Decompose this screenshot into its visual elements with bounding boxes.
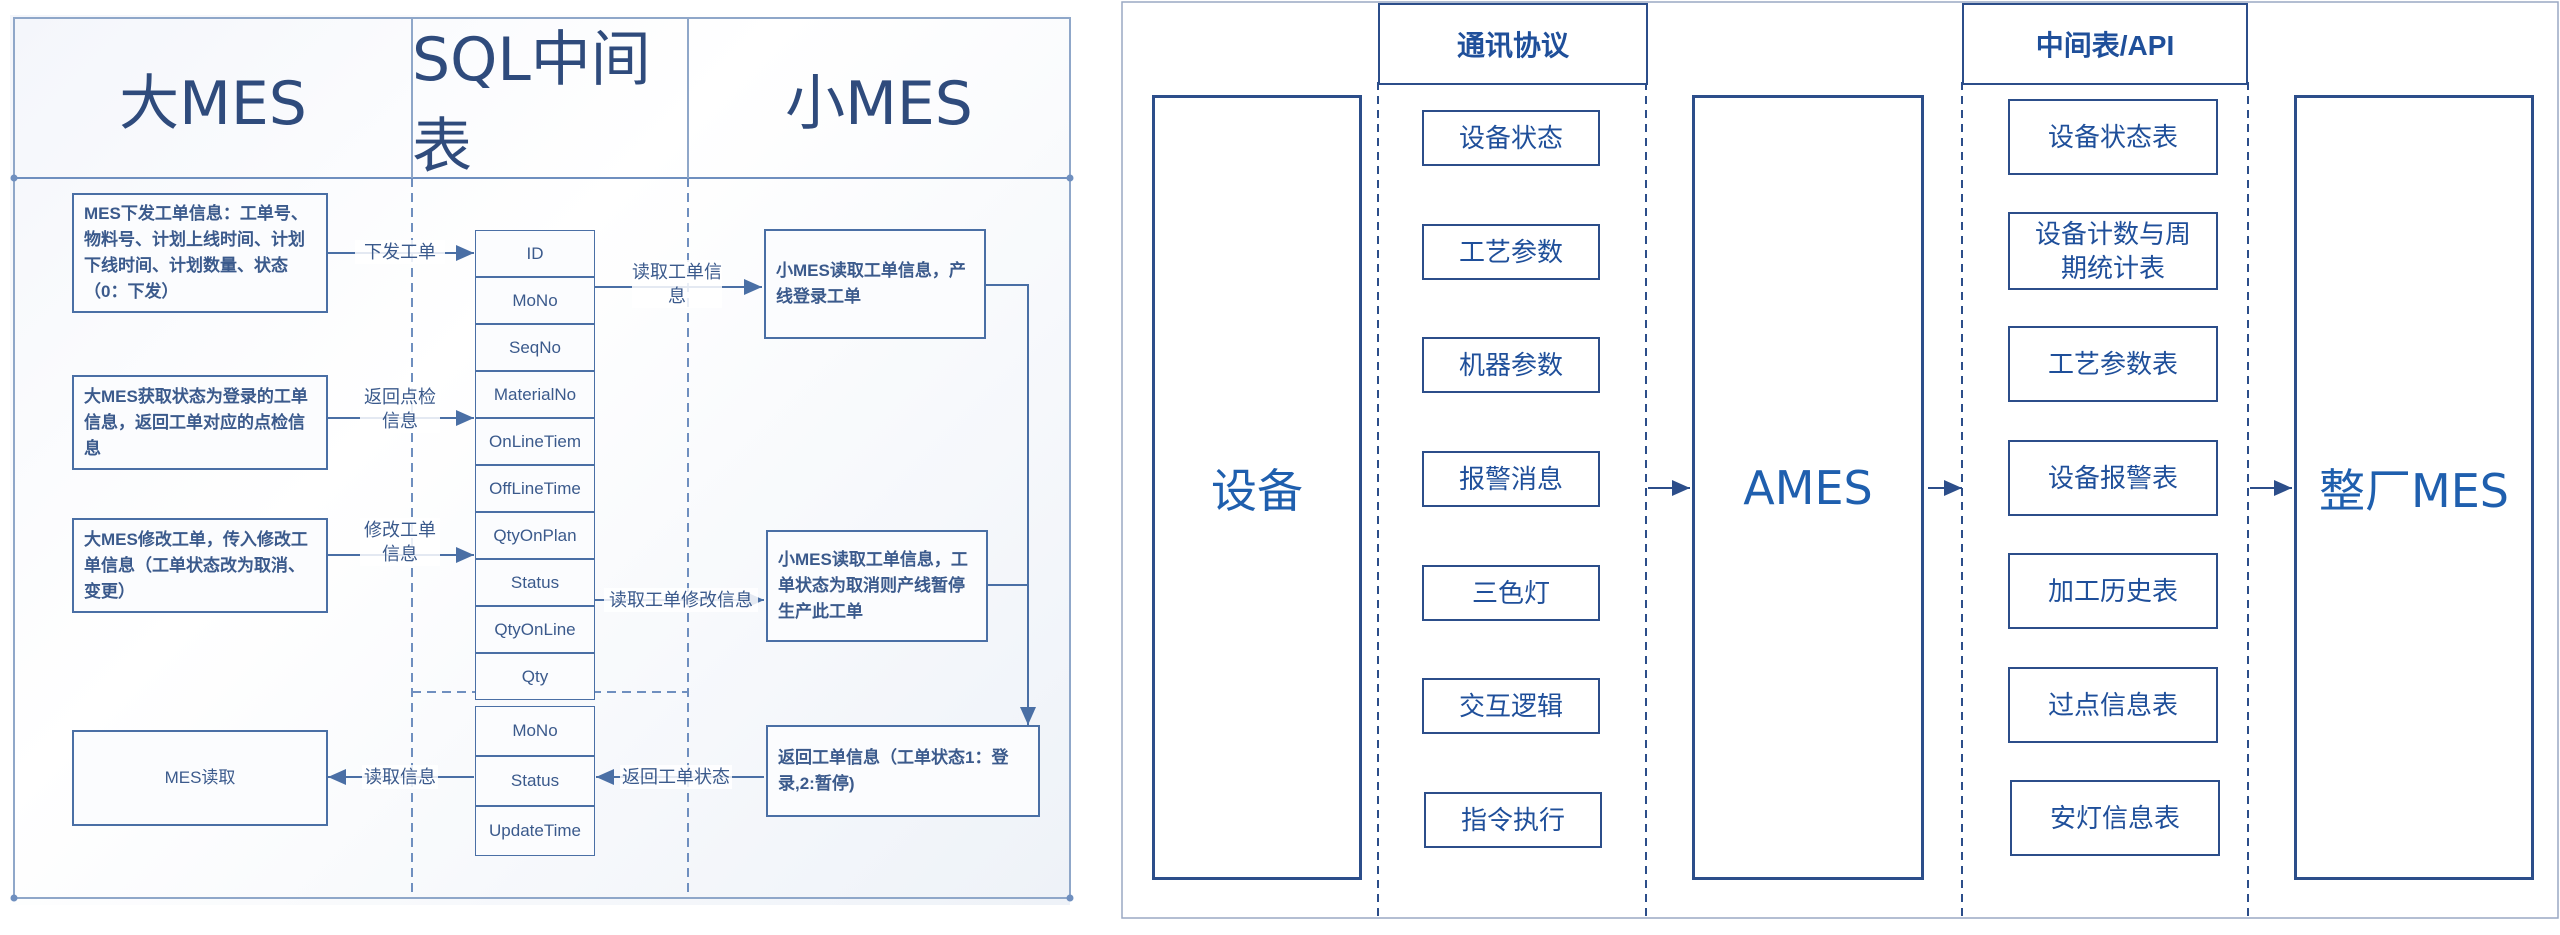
edge-label-read-order: 读取工单信息	[632, 260, 722, 308]
sql-order-table: ID MoNo SeqNo MaterialNo OnLineTiem OffL…	[475, 230, 595, 700]
small-mes-read-box: 小MES读取工单信息，产线登录工单	[764, 229, 986, 339]
small-mes-return-box: 返回工单信息（工单状态1：登录,2:暂停)	[766, 725, 1040, 817]
edge-label-modify: 修改工单信息	[360, 518, 440, 566]
lane-header-sql-table: SQL中间表	[412, 25, 651, 182]
table-field: QtyOnPlan	[475, 512, 595, 559]
middle-table-header: 中间表/API	[1962, 3, 2248, 85]
table-field: Status	[475, 559, 595, 606]
edge-label-issue: 下发工单	[355, 240, 445, 264]
protocol-item: 设备状态	[1422, 110, 1600, 166]
lane-header-small-mes: 小MES	[785, 68, 973, 139]
protocol-item: 报警消息	[1422, 451, 1600, 507]
factory-mes-box: 整厂MES	[2294, 95, 2534, 880]
protocol-item: 工艺参数	[1422, 224, 1600, 280]
table-field: MaterialNo	[475, 371, 595, 418]
protocol-header: 通讯协议	[1378, 3, 1648, 85]
protocol-item: 指令执行	[1424, 792, 1602, 848]
protocol-item: 机器参数	[1422, 337, 1600, 393]
table-item: 设备状态表	[2008, 99, 2218, 175]
lane-header-big-mes: 大MES	[119, 68, 307, 139]
big-mes-check-box: 大MES获取状态为登录的工单信息，返回工单对应的点检信息	[72, 375, 328, 470]
table-field: QtyOnLine	[475, 606, 595, 653]
table-item: 过点信息表	[2008, 667, 2218, 743]
edge-label-read-info: 读取信息	[362, 765, 438, 789]
edge-label-return-status: 返回工单状态	[620, 765, 732, 789]
table-field: MoNo	[475, 277, 595, 324]
architecture-lines	[1121, 1, 2559, 919]
table-item: 工艺参数表	[2008, 326, 2218, 402]
edge-label-read-modify: 读取工单修改信息	[604, 588, 758, 612]
mes-read-box: MES读取	[72, 730, 328, 826]
protocol-item: 三色灯	[1422, 565, 1600, 621]
table-field: Status	[475, 756, 595, 806]
sql-status-table: MoNo Status UpdateTime	[475, 706, 595, 856]
small-mes-cancel-box: 小MES读取工单信息，工单状态为取消则产线暂停生产此工单	[766, 530, 988, 642]
table-field: OffLineTime	[475, 465, 595, 512]
table-field: UpdateTime	[475, 806, 595, 856]
big-mes-modify-box: 大MES修改工单，传入修改工单信息（工单状态改为取消、变更）	[72, 518, 328, 613]
table-item: 设备报警表	[2008, 440, 2218, 516]
table-item: 加工历史表	[2008, 553, 2218, 629]
ames-box: AMES	[1692, 95, 1924, 880]
device-box: 设备	[1152, 95, 1362, 880]
table-item: 设备计数与周期统计表	[2008, 212, 2218, 290]
table-field: OnLineTiem	[475, 418, 595, 465]
table-field: ID	[475, 230, 595, 277]
table-field: SeqNo	[475, 324, 595, 371]
table-field: MoNo	[475, 706, 595, 756]
table-field: Qty	[475, 653, 595, 700]
table-item: 安灯信息表	[2010, 780, 2220, 856]
protocol-item: 交互逻辑	[1422, 678, 1600, 734]
edge-label-return-check: 返回点检信息	[360, 385, 440, 433]
big-mes-issue-box: MES下发工单信息：工单号、物料号、计划上线时间、计划下线时间、计划数量、状态（…	[72, 193, 328, 313]
